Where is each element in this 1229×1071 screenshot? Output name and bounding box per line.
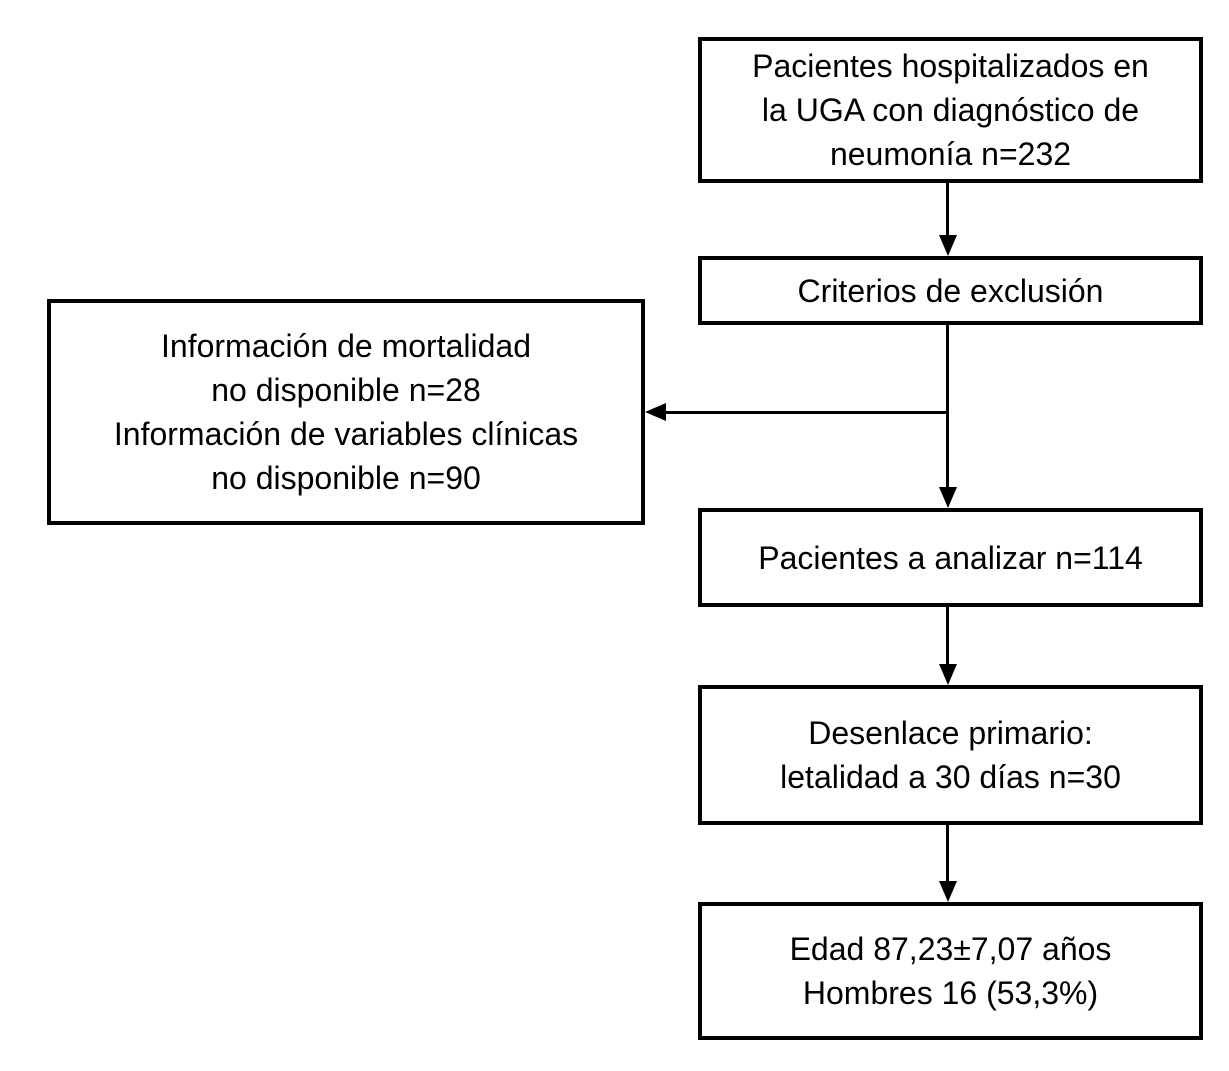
flow-box-hospitalized-patients-text: Pacientes hospitalizados en la UGA con d… xyxy=(752,48,1149,172)
flow-box-exclusion-criteria: Criterios de exclusión xyxy=(698,256,1203,325)
flow-box-demographics-text: Edad 87,23±7,07 años Hombres 16 (53,3%) xyxy=(789,931,1112,1011)
flow-box-analyzed-patients-text: Pacientes a analizar n=114 xyxy=(758,539,1143,576)
arrowhead-left-icon xyxy=(645,403,666,421)
flow-box-demographics: Edad 87,23±7,07 años Hombres 16 (53,3%) xyxy=(698,902,1203,1040)
flow-box-primary-outcome: Desenlace primario: letalidad a 30 días … xyxy=(698,685,1203,825)
connector-outcome-to-demographics xyxy=(946,825,949,884)
connector-branch-to-excluded xyxy=(660,411,948,414)
connector-analyze-to-outcome xyxy=(946,607,949,667)
connector-initial-to-exclusion xyxy=(946,183,949,240)
connector-exclusion-to-analyze xyxy=(946,325,949,490)
flow-box-exclusion-criteria-text: Criterios de exclusión xyxy=(797,272,1104,309)
flow-box-excluded-patients-text: Información de mortalidad no disponible … xyxy=(113,328,579,496)
flow-box-excluded-patients: Información de mortalidad no disponible … xyxy=(47,299,645,525)
flow-box-primary-outcome-text: Desenlace primario: letalidad a 30 días … xyxy=(780,715,1121,795)
arrowhead-down-icon xyxy=(939,664,957,685)
flow-box-analyzed-patients: Pacientes a analizar n=114 xyxy=(698,508,1203,607)
arrowhead-down-icon xyxy=(939,235,957,256)
flow-box-hospitalized-patients: Pacientes hospitalizados en la UGA con d… xyxy=(698,37,1203,183)
arrowhead-down-icon xyxy=(939,487,957,508)
arrowhead-down-icon xyxy=(939,881,957,902)
